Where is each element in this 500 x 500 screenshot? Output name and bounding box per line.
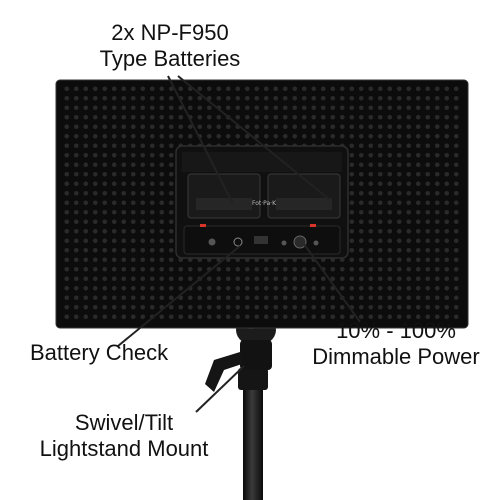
indicator-light-right: [310, 224, 316, 227]
indicator-light-left: [200, 224, 206, 227]
leader-lines: [117, 75, 361, 413]
mount-callout: Swivel/Tilt Lightstand Mount: [24, 410, 224, 462]
leader-batteries-left: [167, 75, 234, 205]
leader-dimmable: [303, 243, 361, 323]
battery-plate-text: Fot·Pa·K: [252, 200, 277, 207]
leader-mount: [195, 365, 245, 413]
tilt-lever-handle: [205, 352, 242, 392]
batteries-callout-line1: 2x NP-F950: [111, 20, 229, 45]
leader-batteries-right: [177, 75, 331, 201]
battery-left: [187, 173, 261, 219]
leader-battery-check: [117, 245, 241, 347]
battery-check-callout: Battery Check: [30, 340, 169, 365]
mount-callout-line1: Swivel/Tilt: [74, 410, 174, 435]
power-icon: [233, 237, 243, 247]
dimmable-callout: 10% - 100% Dimmable Power: [296, 318, 496, 370]
batteries-callout-line2: Type Batteries: [99, 46, 241, 71]
battery-check-button: [208, 238, 216, 246]
dimmable-callout-line2: Dimmable Power: [312, 344, 480, 369]
mount-callout-line2: Lightstand Mount: [39, 436, 209, 461]
battery-right: [267, 173, 341, 219]
dimmer-knob: [293, 235, 307, 249]
pole-collar: [238, 368, 268, 390]
batteries-callout: 2x NP-F950 Type Batteries: [80, 20, 260, 72]
dimmable-callout-line1: 10% - 100%: [336, 318, 456, 343]
